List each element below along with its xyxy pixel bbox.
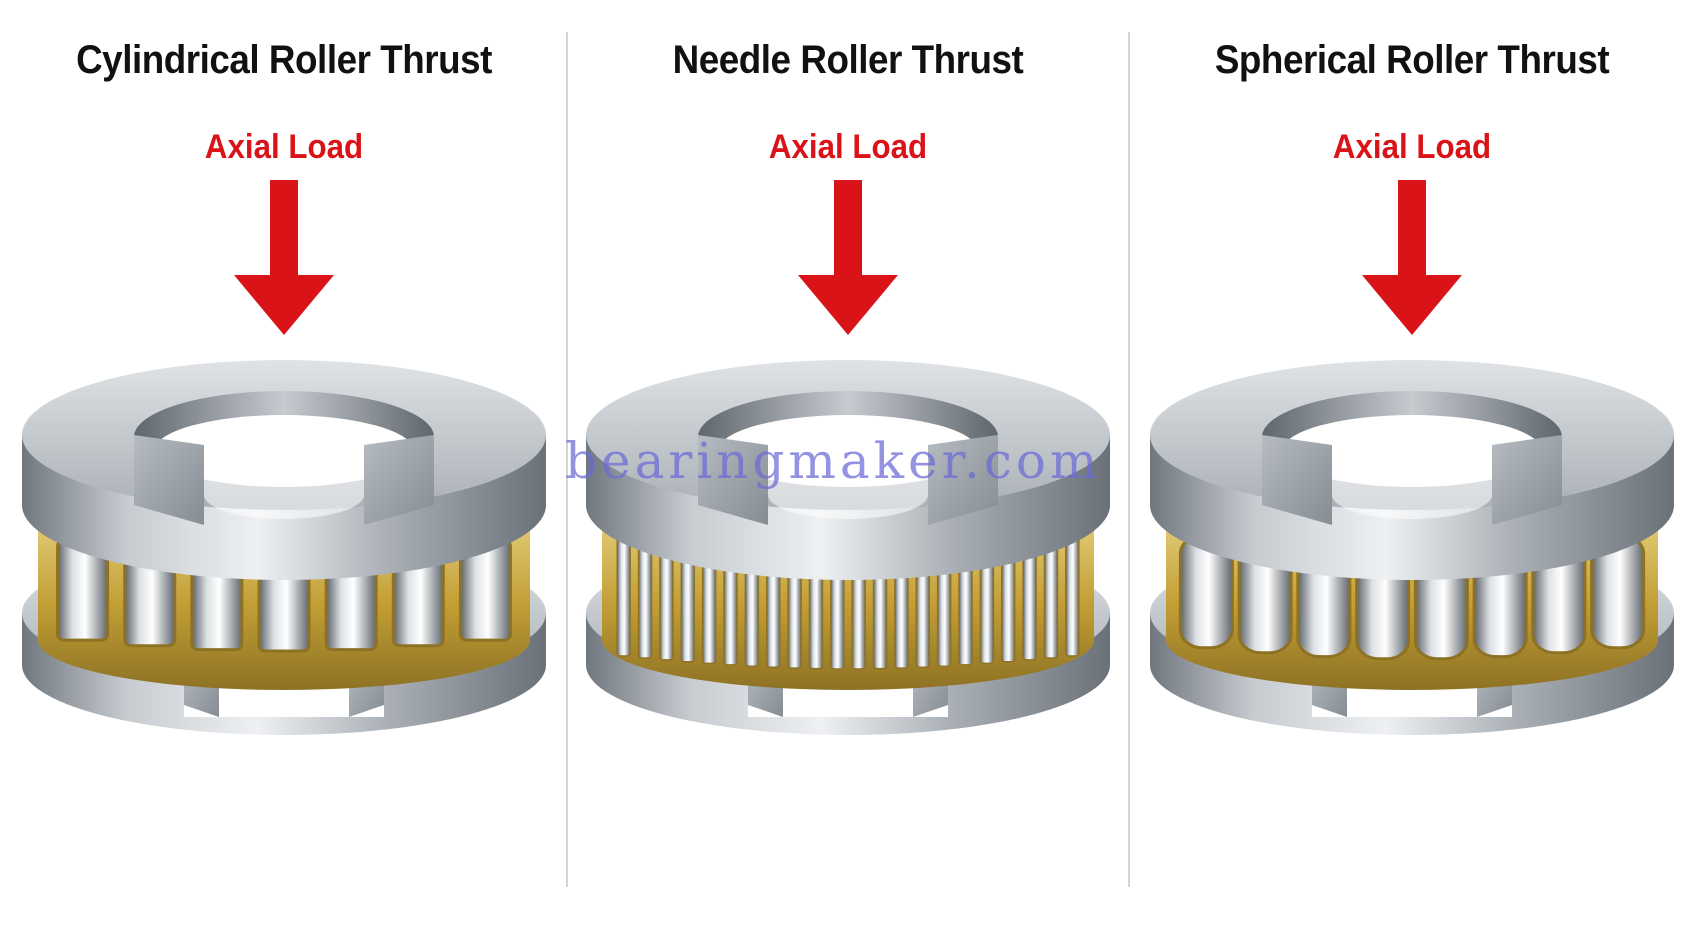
top-washer: [586, 360, 1110, 580]
arrow-down-icon: [1362, 180, 1462, 335]
bearing-illustration: [22, 360, 546, 735]
panel-title: Needle Roller Thrust: [672, 38, 1024, 82]
bearing-illustration: [586, 360, 1110, 735]
watermark-text: bearingmaker.com: [565, 432, 1102, 490]
top-washer: [1150, 360, 1674, 580]
arrow-down-icon: [234, 180, 334, 335]
axial-load-label: Axial Load: [768, 128, 928, 166]
divider-right: [1128, 32, 1130, 887]
divider-left: [566, 32, 568, 887]
bearing-panel-needle: Needle Roller Thrust Axial Load: [566, 0, 1130, 929]
bearing-panel-spherical: Spherical Roller Thrust Axial Load: [1130, 0, 1693, 929]
bearing-illustration: [1150, 360, 1674, 735]
panel-title: Cylindrical Roller Thrust: [76, 38, 492, 82]
axial-load-label: Axial Load: [1332, 128, 1492, 166]
bearing-panel-cylindrical: Cylindrical Roller Thrust Axial Load: [2, 0, 566, 929]
top-washer: [22, 360, 546, 580]
arrow-down-icon: [798, 180, 898, 335]
axial-load-label: Axial Load: [204, 128, 364, 166]
panel-title: Spherical Roller Thrust: [1214, 38, 1610, 82]
